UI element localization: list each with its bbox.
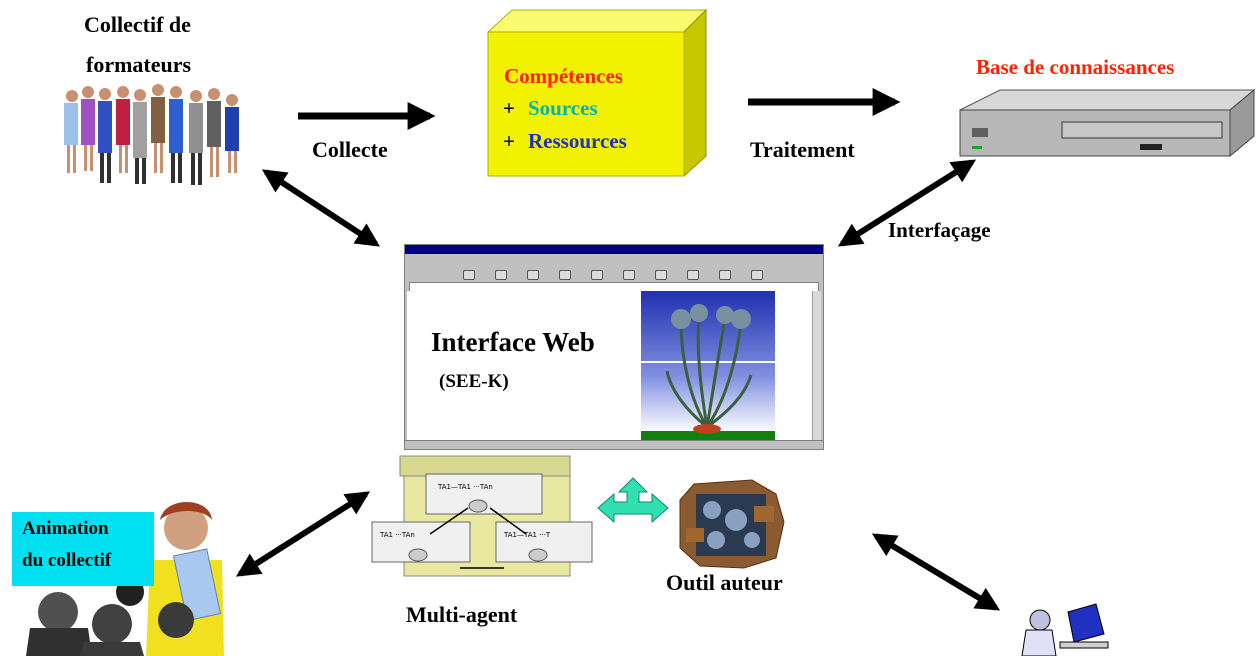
collectif-label-line2: formateurs [86, 52, 192, 77]
svg-text:TA1—TA1 ···TAn: TA1—TA1 ···TAn [437, 483, 493, 491]
toolbar-search-icon [615, 270, 643, 281]
browser-toolbar [405, 263, 823, 281]
cube-competences: Compétences [504, 64, 623, 88]
outil-auteur-label: Outil auteur [666, 570, 783, 595]
toolbar-forward-icon [487, 270, 515, 281]
animation-label-box [12, 512, 154, 586]
plant-illustration [641, 291, 775, 441]
browser-statusbar [405, 440, 823, 449]
cube-sources: Sources [528, 96, 598, 120]
outil-user-arrow [871, 533, 1001, 611]
cube-plus-1: + [503, 96, 515, 120]
collectif-label-line1: Collectif de [84, 12, 191, 37]
toolbar-favorites-icon [647, 270, 675, 281]
browser-scrollbar [812, 291, 821, 441]
animation-label-line2: du collectif [22, 550, 112, 571]
outil-auteur-gears-icon [679, 479, 785, 569]
toolbar-back-icon [455, 270, 483, 281]
toolbar-refresh-icon [551, 270, 579, 281]
animation-label-line1: Animation [22, 518, 109, 539]
interfacage-label: Interfaçage [888, 218, 991, 242]
browser-menubar [405, 254, 823, 263]
browser-content: Interface Web (SEE-K) [407, 291, 813, 441]
browser-window: Interface Web (SEE-K) [404, 244, 824, 450]
svg-text:TA1—TA1 ···T: TA1—TA1 ···T [503, 531, 551, 539]
cube-plus-2: + [503, 129, 515, 153]
competences-cube [486, 8, 708, 178]
traitement-label: Traitement [750, 137, 855, 162]
toolbar-history-icon [679, 270, 707, 281]
animation-multiagent-arrow [235, 491, 371, 577]
svg-text:TA1 ···TAn: TA1 ···TAn [379, 531, 415, 539]
interfacage-arrow [837, 159, 977, 247]
cube-ressources: Ressources [528, 129, 627, 153]
formateurs-interface-arrow [261, 169, 381, 247]
server-device-icon [959, 88, 1256, 158]
toolbar-home-icon [583, 270, 611, 281]
collecte-label: Collecte [312, 137, 388, 162]
toolbar-mail-icon [711, 270, 739, 281]
animation-group-icon [26, 502, 224, 656]
browser-titlebar [405, 245, 823, 254]
toolbar-stop-icon [519, 270, 547, 281]
multi-agent-label: Multi-agent [406, 602, 518, 627]
formateurs-group-icon [64, 84, 239, 185]
multi-agent-diagram: TA1—TA1 ···TAn TA1 ···TAn TA1—TA1 ···T [371, 455, 593, 577]
toolbar-print-icon [743, 270, 771, 281]
interface-web-subtitle: (SEE-K) [439, 371, 509, 392]
base-connaissances-label: Base de connaissances [976, 55, 1175, 79]
user-computer-icon [1021, 603, 1109, 656]
teal-three-way-arrow [597, 477, 669, 524]
interface-web-title: Interface Web [431, 327, 595, 357]
